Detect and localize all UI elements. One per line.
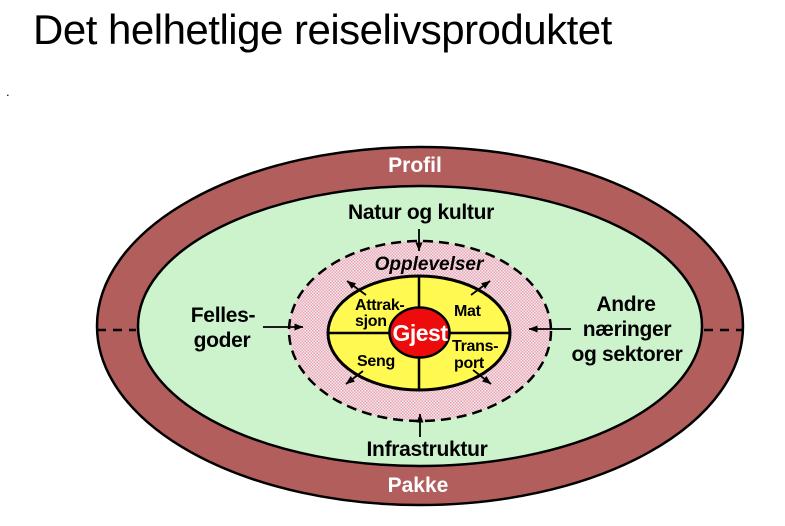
- arrow-bottomright-outward: [472, 369, 492, 385]
- andre-naeringer-label-line3: og sektorer: [571, 343, 682, 366]
- stray-period-mark: .: [6, 84, 10, 99]
- gjest-label: Gjest: [392, 320, 448, 346]
- natur-og-kultur-label: Natur og kultur: [348, 201, 494, 224]
- andre-naeringer-label-line2: næringer: [583, 318, 672, 341]
- arrow-topright-outward: [470, 280, 491, 296]
- andre-naeringer-label-line1: Andre: [596, 293, 655, 316]
- mat-label: Mat: [454, 303, 482, 320]
- transport-label-line2: port: [454, 355, 485, 372]
- profil-label: Profil: [388, 154, 442, 177]
- transport-label-line1: Trans-: [452, 338, 498, 355]
- arrow-topleft-outward: [346, 280, 367, 296]
- fellesgoder-label-line1: Felles-: [191, 304, 256, 327]
- infrastruktur-label: Infrastruktur: [367, 438, 488, 461]
- seng-label: Seng: [357, 353, 395, 370]
- pakke-label: Pakke: [388, 474, 449, 497]
- opplevelser-label: Opplevelser: [375, 254, 485, 275]
- fellesgoder-label-line2: goder: [194, 329, 251, 352]
- attraksjon-label-line2: sjon: [355, 313, 387, 330]
- guest-circle: [388, 306, 451, 359]
- attraksjon-label-line1: Attrak-: [355, 297, 404, 314]
- page-title: Det helhetlige reiselivsproduktet: [33, 6, 612, 53]
- arrow-bottomleft-outward: [345, 370, 364, 385]
